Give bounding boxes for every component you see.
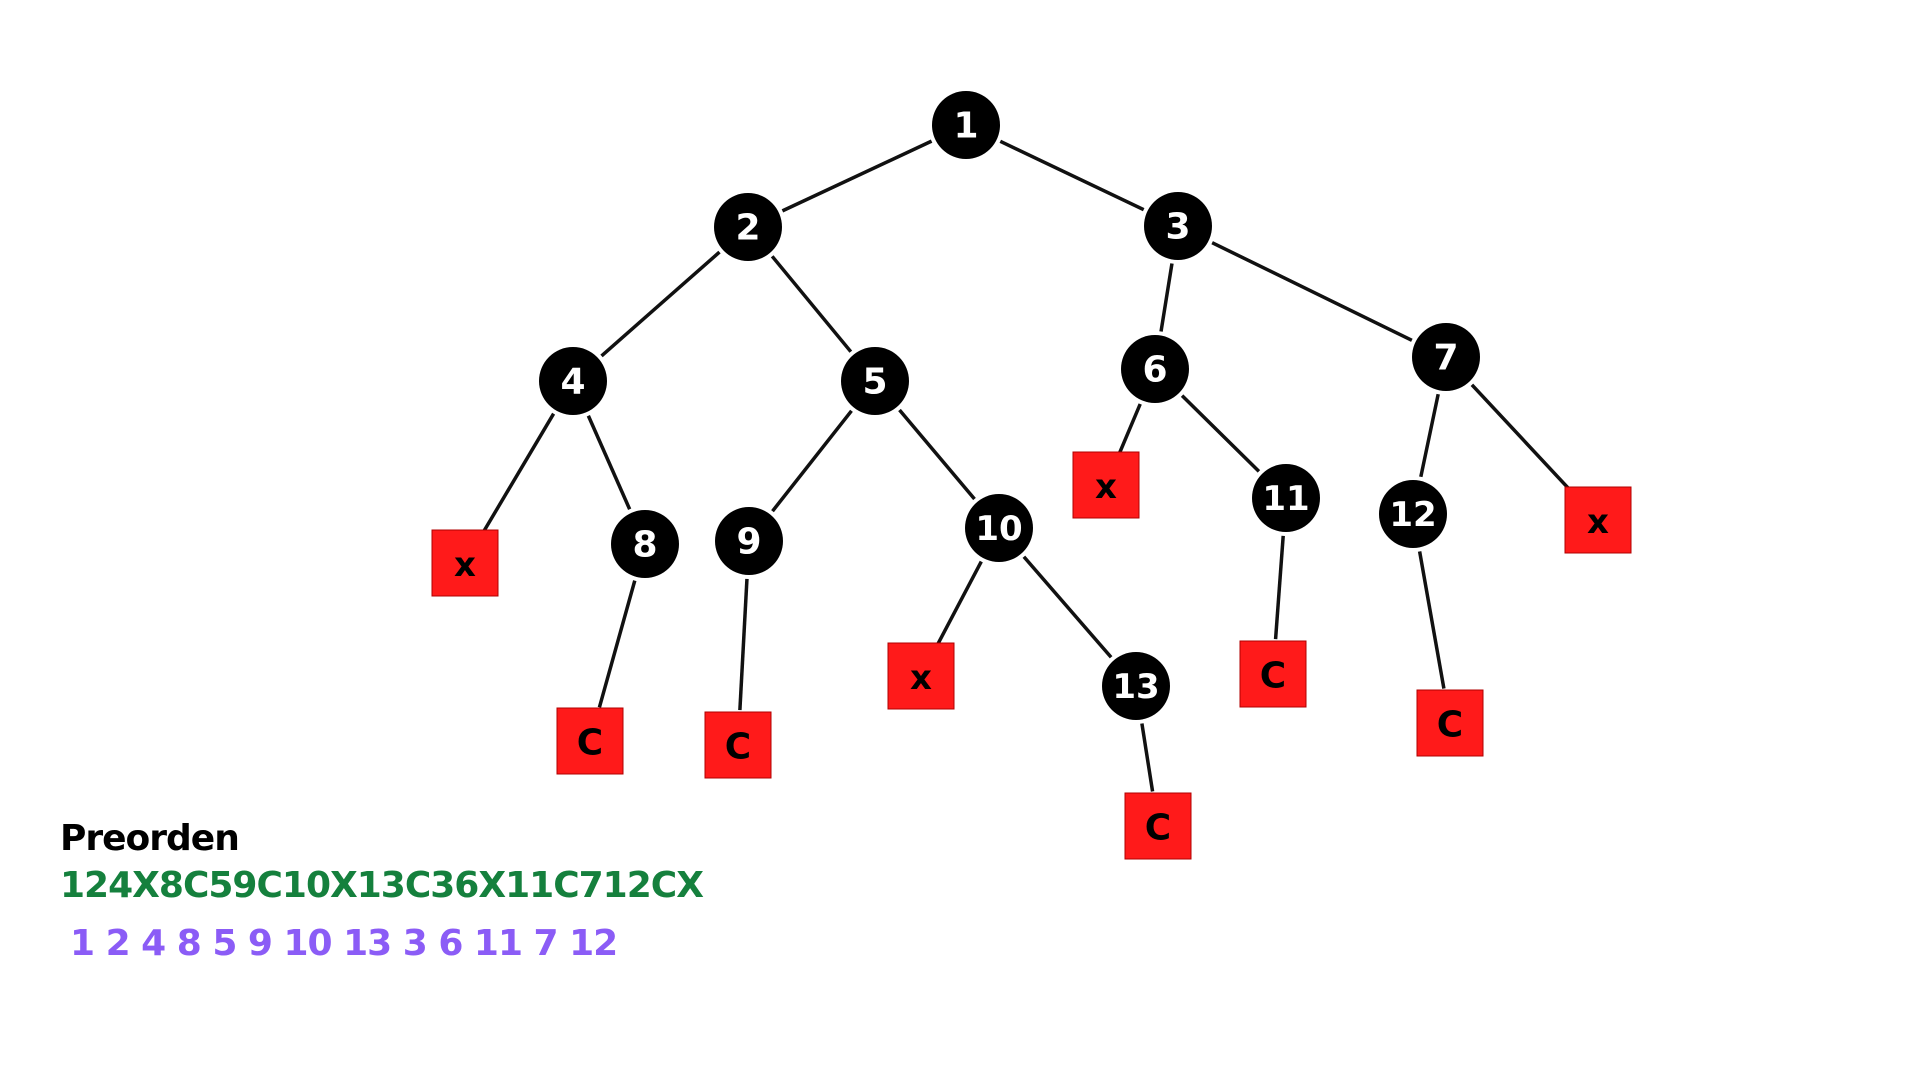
edge-n1-n3 [999, 139, 1145, 212]
leaf-lx10: x [887, 642, 955, 710]
node-circle [1121, 335, 1189, 403]
leaf-label: x [454, 545, 476, 585]
edge-n6-n11 [1180, 394, 1261, 473]
edge-n5-n9 [771, 409, 853, 513]
traversal-sequence: 124X8C59C10X13C36X11C712CX [60, 865, 704, 906]
edge-n6-lx6 [1118, 403, 1142, 454]
tree-edges [481, 139, 1576, 792]
leaf-lc12: C [1416, 689, 1484, 757]
leaf-label: x [1587, 502, 1609, 542]
node-9: 9 [715, 507, 783, 575]
leaf-label: x [1095, 467, 1117, 507]
edge-n1-n2 [781, 139, 933, 213]
edge-n3-n6 [1159, 263, 1174, 332]
node-circle [1379, 480, 1447, 548]
leaf-lx6: x [1072, 451, 1140, 519]
edge-n7-lx7 [1470, 383, 1576, 496]
node-label: 10 [975, 509, 1022, 549]
node-label: 12 [1389, 495, 1436, 535]
edge-n2-n4 [600, 250, 721, 358]
node-4: 4 [539, 347, 607, 415]
leaf-label: C [1145, 808, 1171, 849]
leaf-label: x [910, 658, 932, 698]
leaf-label: C [725, 727, 751, 768]
node-circle [841, 347, 909, 415]
node-10: 10 [965, 494, 1033, 562]
node-label: 11 [1262, 479, 1309, 519]
node-label: 3 [1165, 207, 1190, 248]
traversal-title: Preorden [60, 818, 240, 859]
leaf-box [1239, 640, 1307, 708]
node-6: 6 [1121, 335, 1189, 403]
node-circle [965, 494, 1033, 562]
edge-n9-lc9 [738, 578, 749, 711]
leaf-lc13: C [1124, 792, 1192, 860]
node-label: 4 [560, 362, 585, 403]
leaf-box [431, 529, 499, 597]
leaf-box [1072, 451, 1140, 519]
edge-n2-n5 [770, 255, 853, 353]
node-circle [1412, 323, 1480, 391]
node-circle [714, 193, 782, 261]
node-5: 5 [841, 347, 909, 415]
edge-n11-lc11 [1273, 535, 1285, 640]
node-circle [932, 91, 1000, 159]
leaf-box [1416, 689, 1484, 757]
node-circle [611, 510, 679, 578]
leaf-label: C [577, 723, 603, 764]
node-13: 13 [1102, 652, 1170, 720]
node-circle [1102, 652, 1170, 720]
node-3: 3 [1144, 192, 1212, 260]
node-label: 8 [632, 525, 657, 566]
node-label: 1 [953, 106, 978, 147]
edge-n13-lc13 [1140, 723, 1155, 792]
node-2: 2 [714, 193, 782, 261]
node-8: 8 [611, 510, 679, 578]
node-label: 5 [862, 362, 887, 403]
leaf-box [704, 711, 772, 779]
leaf-label: C [1437, 705, 1463, 746]
node-circle [1144, 192, 1212, 260]
leaf-box [1124, 792, 1192, 860]
edge-n4-n8 [586, 415, 632, 510]
node-label: 6 [1142, 350, 1167, 391]
node-11: 11 [1252, 464, 1320, 532]
leaf-box [1564, 486, 1632, 554]
node-label: 13 [1112, 667, 1159, 707]
edge-n7-n12 [1419, 393, 1440, 478]
leaf-box [556, 707, 624, 775]
leaf-lc9: C [704, 711, 772, 779]
node-label: 9 [736, 522, 761, 563]
node-circle [539, 347, 607, 415]
edge-n3-n7 [1211, 241, 1413, 342]
leaf-lc8: C [556, 707, 624, 775]
leaf-label: C [1260, 656, 1286, 697]
leaf-box [887, 642, 955, 710]
traversal-node-order: 1 2 4 8 5 9 10 13 3 6 11 7 12 [70, 923, 618, 964]
edge-n10-n13 [1022, 555, 1113, 659]
node-label: 7 [1433, 338, 1458, 379]
edge-n12-lc12 [1417, 551, 1446, 689]
node-1: 1 [932, 91, 1000, 159]
leaf-lc11: C [1239, 640, 1307, 708]
leaf-lx7: x [1564, 486, 1632, 554]
edge-n5-n10 [898, 408, 976, 501]
edge-n10-lx10 [935, 560, 983, 646]
leaf-lx4: x [431, 529, 499, 597]
node-12: 12 [1379, 480, 1447, 548]
node-label: 2 [735, 208, 760, 249]
edge-n8-lc8 [597, 580, 637, 708]
node-circle [715, 507, 783, 575]
edge-n4-lx4 [481, 412, 556, 534]
node-7: 7 [1412, 323, 1480, 391]
node-circle [1252, 464, 1320, 532]
